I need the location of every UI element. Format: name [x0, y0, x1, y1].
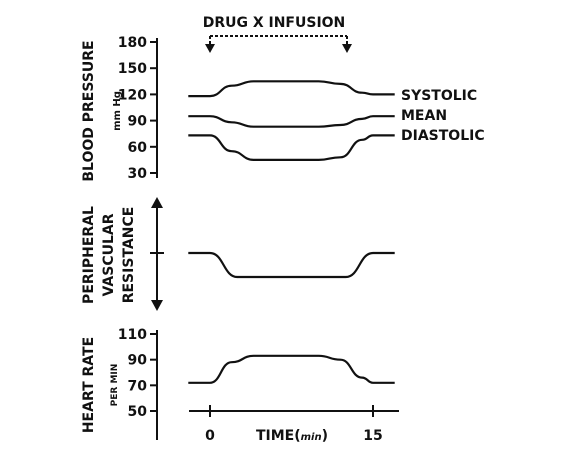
bp-mean-line — [188, 115, 395, 128]
x-axis-label-unit: min — [301, 432, 322, 443]
pvr-curves — [188, 251, 395, 279]
infusion-bracket-line — [209, 35, 348, 48]
bp-y-tick-label-180: 180 — [118, 35, 147, 51]
bp-y-tick-label-30: 30 — [128, 166, 148, 182]
infusion-bracket: DRUG X INFUSION — [203, 15, 352, 53]
bp-curves — [188, 80, 395, 162]
hr-y-tick-label-50: 50 — [128, 404, 148, 420]
pvr-ylabel-line-1: PERIPHERAL — [81, 206, 97, 304]
hr-curves — [188, 354, 395, 384]
x-axis-label: TIME(min) — [256, 428, 328, 444]
bp-y-ticks: 30 60 90 120 150 180 — [118, 35, 157, 182]
pvr-arrow-down — [151, 300, 163, 311]
hr-1-line — [188, 354, 395, 384]
infusion-arrow-right — [342, 44, 352, 53]
bp-y-tick-label-150: 150 — [118, 61, 147, 77]
hr-y-tick-label-110: 110 — [118, 327, 147, 343]
bp-y-tick-label-120: 120 — [118, 87, 147, 103]
heart-rate-panel: HEART RATE PER MIN 50 70 90 110 0 15 TIME(mi… — [81, 327, 399, 444]
bp-ylabel: BLOOD PRESSURE — [81, 40, 97, 181]
pvr-arrow-up — [151, 197, 163, 208]
hr-yunit: PER MIN — [110, 364, 120, 407]
pvr-panel: PERIPHERAL VASCULAR RESISTANCE — [81, 197, 395, 311]
blood-pressure-panel: BLOOD PRESSURE mm Hg 30 60 90 120 150 180 DRU… — [81, 15, 485, 182]
bp-diastolic-line — [188, 134, 395, 162]
label-mean: MEAN — [401, 108, 447, 124]
hr-y-tick-label-70: 70 — [128, 378, 148, 394]
hr-x-tick-label-15: 15 — [363, 428, 382, 444]
bp-systolic-line — [188, 80, 395, 98]
label-systolic: SYSTOLIC — [401, 88, 477, 104]
bp-y-tick-label-60: 60 — [128, 140, 148, 156]
hr-ylabel: HEART RATE — [81, 337, 97, 433]
x-axis-label-end: ) — [322, 428, 328, 444]
bp-yunit: mm Hg — [112, 91, 123, 131]
pvr-ylabel-line-2: VASCULAR — [101, 213, 117, 296]
hr-y-tick-label-90: 90 — [128, 353, 148, 369]
pvr-1-line — [188, 251, 395, 279]
hr-x-tick-label-0: 0 — [205, 428, 215, 444]
pvr-ylabel-line-3: RESISTANCE — [121, 207, 137, 304]
hr-x-ticks: 0 15 — [205, 405, 383, 444]
hr-y-ticks: 50 70 90 110 — [118, 327, 157, 420]
infusion-annotation: DRUG X INFUSION — [203, 15, 346, 31]
bp-y-tick-label-90: 90 — [128, 114, 148, 130]
x-axis-label-main: TIME( — [256, 428, 301, 444]
infusion-arrow-left — [205, 44, 215, 53]
label-diastolic: DIASTOLIC — [401, 128, 485, 144]
